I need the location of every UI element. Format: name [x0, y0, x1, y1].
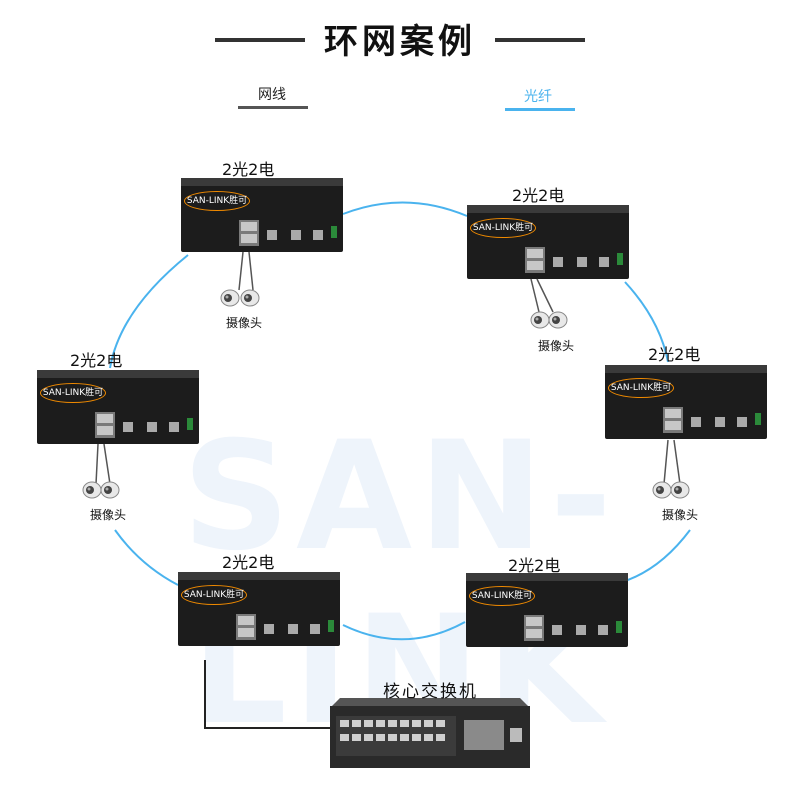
device-label: 2光2电: [648, 345, 701, 364]
device-label: 2光2电: [222, 160, 275, 179]
brand-logo: SAN-LINK胜可: [181, 585, 247, 605]
camera-icon: [530, 311, 550, 329]
device-bottom-left: [178, 572, 340, 646]
brand-logo: SAN-LINK胜可: [470, 218, 536, 238]
fiber-link: [114, 529, 179, 586]
fiber-link: [342, 621, 466, 641]
brand-logo: SAN-LINK胜可: [184, 191, 250, 211]
camera-label: 摄像头: [90, 508, 127, 522]
brand-logo: SAN-LINK胜可: [469, 586, 535, 606]
device-label: 2光2电: [222, 553, 275, 572]
device-top-left: [181, 178, 343, 252]
core-switch-label: 核心交换机: [383, 682, 478, 702]
camera-icon: [220, 289, 240, 307]
brand-logo: SAN-LINK胜可: [40, 383, 106, 403]
fiber-link: [109, 254, 189, 369]
camera-label: 摄像头: [226, 316, 263, 330]
legend-cable-label: 网线: [258, 87, 286, 103]
camera-icon: [652, 481, 672, 499]
title-rule-right: [495, 38, 585, 42]
legend-fiber-line: [505, 108, 575, 111]
device-label: 2光2电: [512, 186, 565, 205]
page-title: 环网案例: [324, 22, 476, 62]
fiber-link: [624, 281, 669, 363]
fiber-link: [621, 529, 691, 583]
camera-icon: [548, 311, 568, 329]
legend-fiber-label: 光纤: [524, 89, 552, 105]
camera-label: 摄像头: [538, 339, 575, 353]
camera-icon: [100, 481, 120, 499]
title-rule-left: [215, 38, 305, 42]
core-switch: [330, 698, 530, 768]
camera-icon: [670, 481, 690, 499]
device-mid-right: [605, 365, 767, 439]
camera-icon: [82, 481, 102, 499]
device-label: 2光2电: [508, 556, 561, 575]
device-mid-left: [37, 370, 199, 444]
device-top-right: [467, 205, 629, 279]
device-bottom-right: [466, 573, 628, 647]
camera-label: 摄像头: [662, 508, 699, 522]
legend-cable-line: [238, 106, 308, 109]
cable-link: [204, 660, 330, 729]
device-label: 2光2电: [70, 351, 123, 370]
fiber-link: [342, 201, 468, 217]
camera-icon: [240, 289, 260, 307]
brand-logo: SAN-LINK胜可: [608, 378, 674, 398]
